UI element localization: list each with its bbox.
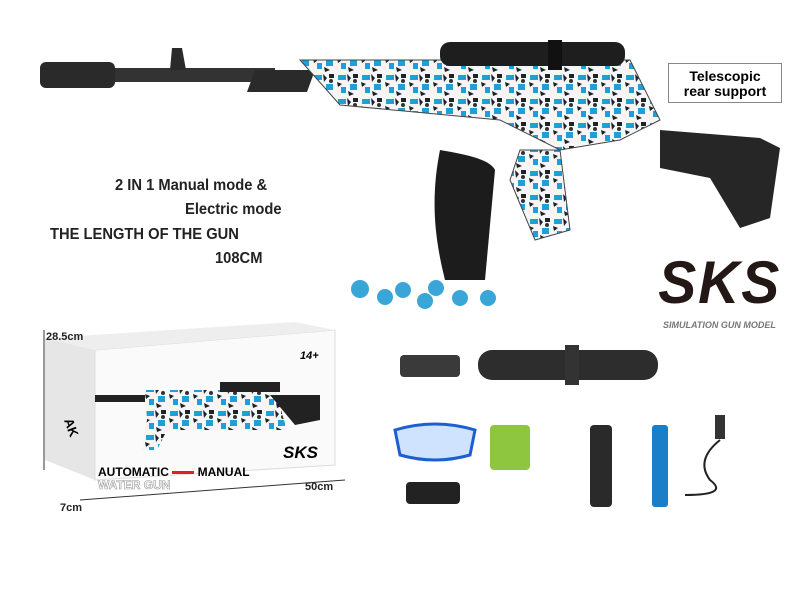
box-title-right: MANUAL [197,465,250,479]
model-subtitle: SIMULATION GUN MODEL [663,320,776,330]
accessory-gel-pack [490,425,530,470]
accessory-muzzle-brake [400,355,460,377]
accessory-strap [406,482,460,504]
accessory-scope [478,345,658,385]
main-gun [40,40,780,280]
gel-balls [351,280,496,309]
telescopic-callout: Telescopic rear support [668,63,782,103]
accessory-silencer [590,425,612,507]
feature-electric: Electric mode [185,201,282,218]
accessory-battery [652,425,668,507]
accessory-usb-cable [684,415,725,496]
box-age: 14+ [300,350,319,362]
box-height: 28.5cm [46,331,84,343]
product-box [43,322,346,501]
model-name: SKS [658,249,782,316]
box-depth: 7cm [60,502,83,514]
feature-length-value: 108CM [215,250,263,267]
callout-line2: rear support [683,83,767,99]
feature-length-label: THE LENGTH OF THE GUN [50,226,239,243]
feature-mode: 2 IN 1 Manual mode & [115,177,268,194]
box-title-left: AUTOMATIC [98,465,169,479]
box-width: 50cm [305,481,334,493]
accessory-goggles [393,422,477,462]
box-model: SKS [283,443,318,462]
box-subtitle: WATER GUN [98,478,171,493]
callout-line1: Telescopic [689,68,761,84]
box-title-dash [172,471,195,475]
